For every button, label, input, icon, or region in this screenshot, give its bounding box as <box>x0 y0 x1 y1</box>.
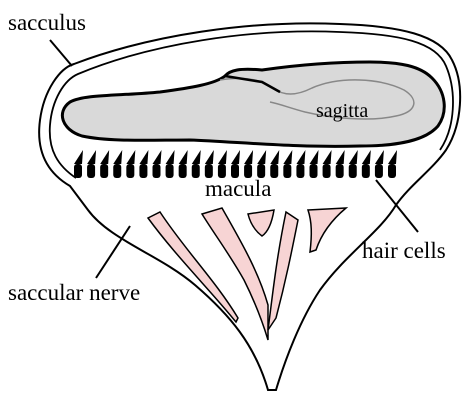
hair-cell <box>100 164 108 178</box>
hair-cell <box>388 164 396 178</box>
hair-cell <box>179 164 187 178</box>
hair-cell <box>310 164 318 178</box>
hair-cells-label: hair cells <box>362 238 446 263</box>
sacculus-pointer-line <box>50 40 72 66</box>
hair-cell <box>349 164 357 178</box>
hair-cell <box>323 164 331 178</box>
hair-cell <box>74 164 82 178</box>
hair-cell <box>87 164 95 178</box>
hair-cell <box>113 164 121 178</box>
hair-cell <box>336 164 344 178</box>
hair-cell <box>139 164 147 178</box>
saccular-nerve-label: saccular nerve <box>8 280 140 305</box>
hair-cell <box>270 164 278 178</box>
hair-cell <box>375 164 383 178</box>
sagitta-label: sagitta <box>316 100 368 122</box>
macula-label: macula <box>205 176 271 201</box>
hair-cell <box>283 164 291 178</box>
hair-cell <box>296 164 304 178</box>
hair-cell <box>362 164 370 178</box>
hair-cell <box>153 164 161 178</box>
hair-cell <box>126 164 134 178</box>
sacculus-label: sacculus <box>8 10 86 35</box>
hair-cell <box>192 164 200 178</box>
hair-cell <box>166 164 174 178</box>
